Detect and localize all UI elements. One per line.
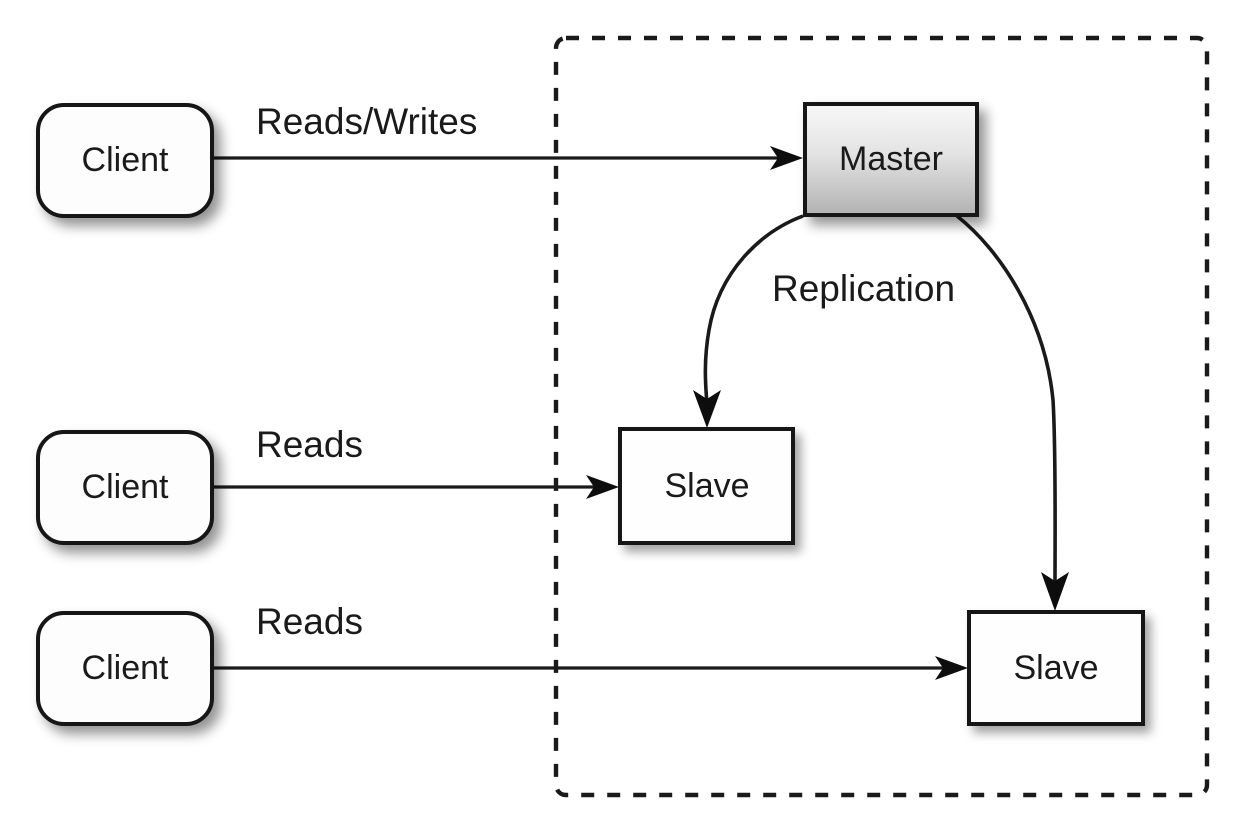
slave-2-label: Slave bbox=[1013, 649, 1098, 687]
client-1-label: Client bbox=[82, 141, 169, 179]
edge-client1-master bbox=[212, 146, 803, 170]
node-client-3[interactable]: Client bbox=[36, 611, 214, 726]
client-1-shape[interactable] bbox=[36, 103, 214, 218]
client-2-label: Client bbox=[82, 468, 169, 506]
edge-client3-slave2 bbox=[212, 656, 968, 680]
edge-client3-slave2-arrowhead bbox=[935, 656, 968, 680]
edge-master-slave2 bbox=[955, 214, 1069, 611]
edge-master-slave1-curve bbox=[703, 214, 804, 405]
edge-master-slave1-arrowhead bbox=[693, 390, 721, 428]
edge-client1-master-arrowhead bbox=[770, 146, 803, 170]
node-client-1[interactable]: Client bbox=[36, 103, 214, 218]
edge-master-slave2-arrowhead bbox=[1041, 572, 1069, 611]
edge-label-replication: Replication bbox=[772, 268, 955, 309]
edge-client2-slave1 bbox=[212, 475, 619, 499]
edge-master-slave2-curve bbox=[955, 214, 1057, 587]
master-label: Master bbox=[839, 140, 943, 178]
client-3-label: Client bbox=[82, 649, 169, 687]
edge-client2-slave1-arrowhead bbox=[586, 475, 619, 499]
slave-2-shape[interactable] bbox=[967, 610, 1145, 726]
edge-label-reads-slave2: Reads bbox=[256, 601, 363, 642]
slave-1-shape[interactable] bbox=[618, 427, 795, 545]
node-slave-1[interactable]: Slave bbox=[618, 427, 795, 545]
master-shape[interactable] bbox=[803, 102, 979, 217]
node-slave-2[interactable]: Slave bbox=[967, 610, 1145, 726]
client-3-shape[interactable] bbox=[36, 611, 214, 726]
node-client-2[interactable]: Client bbox=[36, 430, 214, 545]
database-cluster-boundary bbox=[553, 35, 1210, 798]
edge-label-reads-writes: Reads/Writes bbox=[256, 101, 477, 142]
node-master[interactable]: Master bbox=[803, 102, 979, 217]
client-2-shape[interactable] bbox=[36, 430, 214, 545]
edge-label-reads-slave1: Reads bbox=[256, 424, 363, 465]
slave-1-label: Slave bbox=[664, 467, 749, 505]
edge-master-slave1 bbox=[693, 214, 804, 428]
